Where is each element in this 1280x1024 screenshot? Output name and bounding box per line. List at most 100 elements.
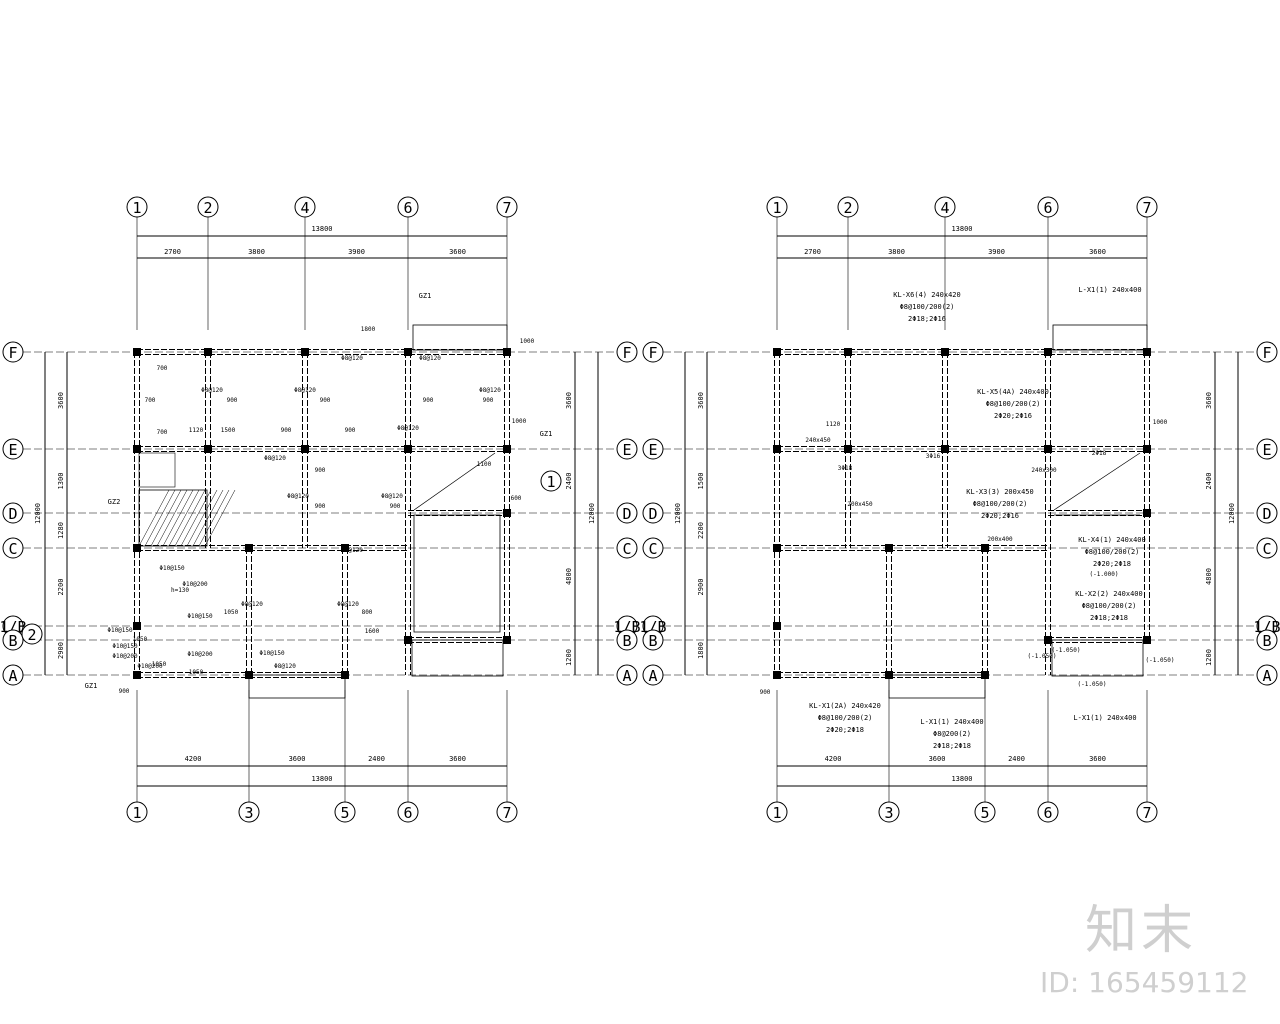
callout-1: GZ1 — [540, 430, 553, 438]
right-axis-D-circle — [616, 502, 638, 524]
column-2-E — [844, 445, 852, 453]
slab-label-9: Φ8@120 — [341, 547, 363, 554]
small-dim-26: h=130 — [171, 587, 189, 594]
left-axis-A-label: A — [648, 667, 657, 685]
hatch-line-2 — [150, 489, 182, 547]
hatch-line-10 — [198, 489, 230, 547]
callout-2: GZ1 — [85, 682, 98, 690]
right-dim-2: 4800 — [1205, 568, 1213, 585]
top-dim-1: 3800 — [888, 248, 905, 256]
column-1-F — [773, 348, 781, 356]
bottom-dim-3: 3600 — [449, 755, 466, 763]
left-dim-4: 1800 — [697, 642, 705, 659]
misc-label-5: (-1.050) — [1028, 653, 1057, 660]
top-axis-4-label: 4 — [940, 199, 949, 217]
right-axis-B-label: B — [1262, 632, 1271, 650]
bottom-dim-1: 3600 — [289, 755, 306, 763]
beam-label-3: KL-X3(3) 200x450 — [966, 488, 1033, 496]
slab-label-10: Φ8@120 — [337, 601, 359, 608]
hatch-line-6 — [174, 489, 206, 547]
column-1-E — [133, 445, 141, 453]
top-dim-3: 3600 — [1089, 248, 1106, 256]
hatch-line-11 — [204, 489, 236, 547]
hatch-line-0 — [138, 489, 170, 547]
misc-label-3: (-1.000) — [1090, 571, 1119, 578]
bottom-axis-6-label: 6 — [1043, 804, 1052, 822]
small-dim-20: 1600 — [365, 628, 380, 635]
beam-bars-7: 2Φ18;2Φ18 — [933, 742, 971, 750]
bottom-dim-3: 3600 — [1089, 755, 1106, 763]
right-dim-0: 3600 — [565, 392, 573, 409]
left-axis-B-label: B — [648, 632, 657, 650]
right-axis-D-label: D — [1262, 505, 1271, 523]
top-axis-2-label: 2 — [843, 199, 852, 217]
right-axis-B-label: B — [622, 632, 631, 650]
small-dim-6: 900 — [423, 397, 434, 404]
column-4-E — [941, 445, 949, 453]
column-4-E — [301, 445, 309, 453]
left-total-dim: 12000 — [34, 503, 42, 524]
bottom-dim-0: 4200 — [825, 755, 842, 763]
section-mark-1-circle — [540, 470, 562, 492]
small-dim-3: 900 — [227, 397, 238, 404]
right-axis-1-B-label: 1/B — [1253, 618, 1280, 636]
small-dim-4: 900 — [320, 397, 331, 404]
left-axis-A-label: A — [8, 667, 17, 685]
misc-label-8: 240x300 — [1031, 467, 1057, 474]
column-7-F — [503, 348, 511, 356]
bottom-total-dim: 13800 — [311, 775, 332, 783]
left-axis-1-B-label: 1/B — [0, 618, 27, 636]
top-axis-6-label: 6 — [403, 199, 412, 217]
right-axis-F-circle — [1256, 341, 1278, 363]
left-axis-1-B-label: 1/B — [639, 618, 666, 636]
slab-label-5: Φ8@120 — [397, 425, 419, 432]
section-mark-2-label: 2 — [27, 626, 36, 644]
bottom-axis-1-label: 1 — [132, 804, 141, 822]
beam-stirrup-6: Φ8@100/200(2) — [818, 714, 873, 722]
stair-hatch — [138, 489, 236, 547]
small-dim-11: 900 — [345, 427, 356, 434]
left-dim-0: 3600 — [57, 392, 65, 409]
slab-label-13: Φ10@150 — [112, 643, 138, 650]
slab-label-19: Φ10@150 — [259, 650, 285, 657]
beam-label-8: L-X1(1) 240x400 — [1073, 714, 1136, 722]
beam-stirrup-5: Φ8@100/200(2) — [1082, 602, 1137, 610]
small-dim-16: 1800 — [361, 326, 376, 333]
watermark-id: ID: 165459112 — [1040, 966, 1249, 999]
beam-label-1: L-X1(1) 240x400 — [1078, 286, 1141, 294]
column-7-F — [1143, 348, 1151, 356]
top-dim-3: 3600 — [449, 248, 466, 256]
left-dim-4: 2900 — [57, 642, 65, 659]
hatch-line-9 — [192, 489, 224, 547]
right-axis-B-circle — [616, 629, 638, 651]
column-7-E — [1143, 445, 1151, 453]
right-axis-E-label: E — [622, 441, 631, 459]
right-axis-A-label: A — [622, 667, 631, 685]
left-axis-D-label: D — [648, 505, 657, 523]
misc-label-12: 3Φ16 — [926, 453, 941, 460]
top-dim-2: 3900 — [988, 248, 1005, 256]
left-axis-F-label: F — [648, 344, 657, 362]
top-axis-1-label: 1 — [132, 199, 141, 217]
slab-label-11: Φ10@150 — [107, 627, 133, 634]
top-axis-2-label: 2 — [203, 199, 212, 217]
slab-label-7: Φ8@120 — [287, 493, 309, 500]
beam-stirrup-4: Φ8@100/200(2) — [1085, 548, 1140, 556]
right-dim-3: 1200 — [565, 649, 573, 666]
column-1-A — [773, 671, 781, 679]
balcony-outline — [411, 639, 504, 677]
slab-label-20: Φ10@200 — [137, 663, 163, 670]
misc-label-13: 2Φ18 — [1092, 450, 1107, 457]
right-axis-D-circle — [1256, 502, 1278, 524]
slab-label-15: Φ10@200 — [187, 651, 213, 658]
bottom-axis-5-label: 5 — [340, 804, 349, 822]
small-dim-10: 900 — [281, 427, 292, 434]
right-total-dim: 12000 — [1228, 503, 1236, 524]
bottom-axis-5-label: 5 — [980, 804, 989, 822]
right-axis-A-circle — [616, 664, 638, 686]
column-3-C — [885, 544, 893, 552]
small-dim-24: 1050 — [224, 609, 239, 616]
right-axis-C-circle — [1256, 537, 1278, 559]
shaft-outline — [413, 514, 501, 633]
